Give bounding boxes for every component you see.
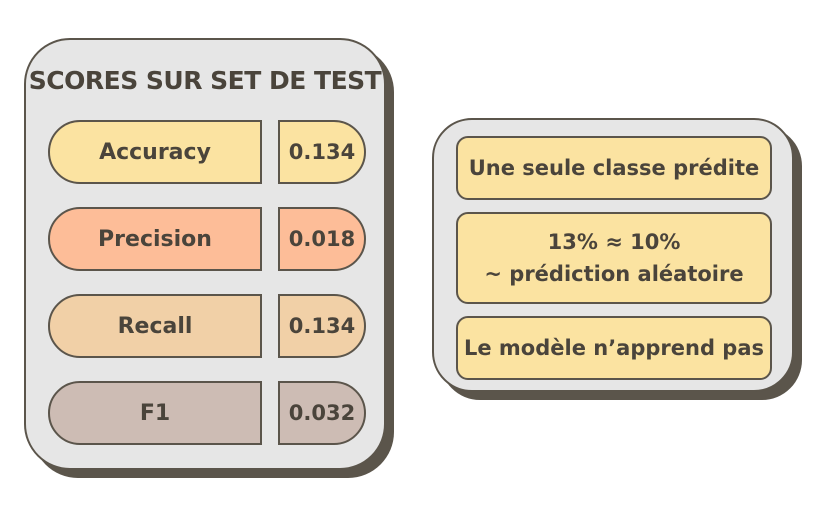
notes-panel: Une seule classe prédite 13% ≈ 10% ~ pré…: [432, 118, 794, 392]
note-random-line-1: 13% ≈ 10%: [547, 230, 681, 254]
metric-value-accuracy: 0.134: [278, 120, 366, 184]
note-model-not-learning: Le modèle n’apprend pas: [456, 316, 772, 380]
metric-value-precision: 0.018: [278, 207, 366, 271]
metric-label-accuracy: Accuracy: [48, 120, 262, 184]
note-single-class-text: Une seule classe prédite: [468, 156, 760, 180]
scores-title: SCORES SUR SET DE TEST: [28, 66, 382, 95]
note-random-prediction: 13% ≈ 10% ~ prédiction aléatoire: [456, 212, 772, 304]
metric-value-f1: 0.032: [278, 381, 366, 445]
scores-panel: SCORES SUR SET DE TEST Accuracy 0.134 Pr…: [24, 38, 386, 470]
note-model-text: Le modèle n’apprend pas: [463, 336, 765, 360]
note-single-class: Une seule classe prédite: [456, 136, 772, 200]
metric-value-recall: 0.134: [278, 294, 366, 358]
metric-label-recall: Recall: [48, 294, 262, 358]
metric-label-f1: F1: [48, 381, 262, 445]
metric-label-precision: Precision: [48, 207, 262, 271]
note-random-line-2: ~ prédiction aléatoire: [484, 262, 744, 286]
